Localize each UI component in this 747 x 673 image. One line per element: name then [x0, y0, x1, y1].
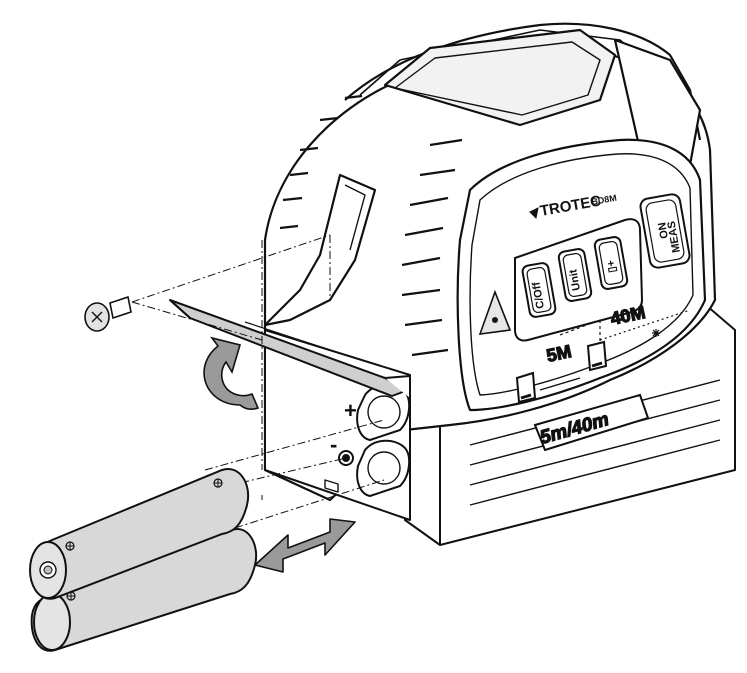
model-label: BD8M	[591, 193, 618, 207]
measure-button-label-1: ON	[656, 221, 671, 239]
unit-button[interactable]	[557, 248, 593, 302]
battery-cover	[169, 299, 411, 398]
mode-button-label: ▯+	[605, 259, 619, 273]
power-button[interactable]	[521, 262, 557, 318]
trotec-logo-icon	[529, 207, 539, 220]
screw-icon	[84, 295, 132, 332]
rotate-arrow-icon	[203, 336, 260, 411]
polarity-plus: +	[344, 398, 357, 423]
belt-clip	[263, 173, 377, 327]
battery-slot-lower	[356, 439, 411, 497]
laser-warning-icon	[478, 289, 512, 335]
laser-aperture-icon	[652, 329, 660, 337]
top-display-window	[383, 28, 617, 127]
insert-remove-arrow-icon	[254, 518, 356, 573]
measure-button-label-2: MEAS	[666, 220, 683, 253]
measure-button[interactable]	[639, 193, 691, 269]
power-button-label: C/Off	[530, 281, 547, 310]
battery-upper	[29, 467, 250, 600]
rear-reference-icon	[515, 371, 581, 404]
mode-button[interactable]	[593, 236, 629, 290]
front-reference-icon	[586, 340, 608, 372]
unit-button-label: Unit	[567, 268, 583, 291]
polarity-minus: -	[330, 432, 337, 457]
